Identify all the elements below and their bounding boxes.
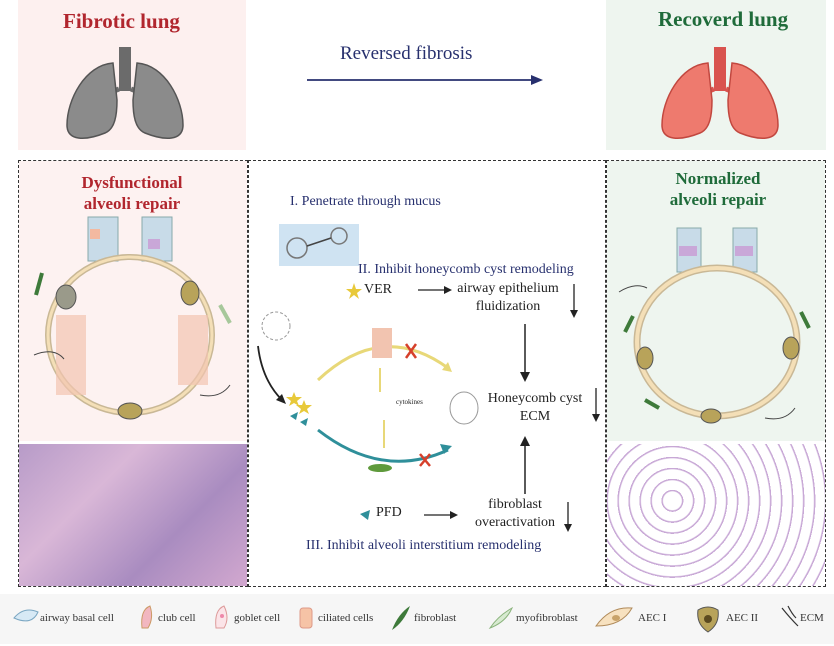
pfd-effect: fibroblast overactivation [460,496,570,532]
normalized-title: Normalized alveoli repair [650,168,786,210]
dysfunctional-title: Dysfunctional alveoli repair [64,172,200,214]
normalized-title-line1: Normalized [675,169,761,188]
legend-bar [0,594,834,644]
down-arrow-icon [570,284,578,318]
dysfunctional-panel [18,160,248,587]
step2-label: II. Inhibit honeycomb cyst remodeling [358,262,574,277]
fibrotic-lung-title: Fibrotic lung [63,9,180,33]
legend-fibroblast: fibroblast [414,612,457,624]
legend-airway-basal-cell: airway basal cell [40,612,114,624]
aec-i-icon [595,607,633,627]
legend-ciliated-cells: ciliated cells [318,612,374,624]
cycle-diagram [257,311,479,472]
red-lung-icon [661,47,779,139]
mucus-particle-icon [279,224,359,266]
airway-basal-cell-icon [13,609,39,622]
legend-aec-ii: AEC II [726,612,759,624]
legend-goblet-cell: goblet cell [234,612,281,624]
up-from-pfd-arrow [520,436,530,494]
ver-effect-line2: fluidization [475,299,541,314]
cytokines-label: cytokines [396,398,423,406]
honeycomb-line2: ECM [519,409,551,424]
down-arrow-icon-3 [564,502,572,532]
fibrotic-histology-image [19,444,247,586]
dysfunctional-title-line2: alveoli repair [83,194,181,213]
pfd-arrow [424,511,458,519]
dysfunctional-alveolus-diagram [33,216,232,420]
ciliated-cells-icon [299,607,313,629]
legend-club-cell: club cell [158,612,196,624]
mechanism-panel [248,160,606,587]
normalized-title-line2: alveoli repair [669,190,767,209]
step1-label: I. Penetrate through mucus [290,194,441,209]
down-arrow-icon-2 [592,388,600,422]
recovered-histology-image [607,444,825,586]
pfd-effect-line1: fibroblast [488,497,542,512]
triangle-icon [360,510,370,520]
normalized-alveolus-diagram [618,227,811,424]
goblet-cell-icon [215,605,228,629]
star-icon [346,283,362,299]
ver-effect-line1: airway epithelium [457,281,559,296]
up-from-ver-arrow [520,324,530,382]
pfd-label: PFD [376,505,402,520]
ver-label: VER [364,282,392,297]
fibroblast-icon [392,606,410,630]
legend-aec-i: AEC I [638,612,667,624]
pfd-effect-line2: overactivation [474,515,556,530]
step3-label: III. Inhibit alveoli interstitium remode… [306,538,542,553]
ver-arrow [418,286,452,294]
myofibroblast-icon [488,606,514,630]
legend-myofibroblast: myofibroblast [516,612,578,624]
honeycomb-line1: Honeycomb cyst [487,391,583,406]
aec-ii-icon [697,606,719,633]
ecm-icon [781,605,799,627]
normalized-panel [606,160,826,587]
ver-effect: airway epithelium fluidization [448,280,568,316]
gray-lung-icon [66,47,184,139]
dysfunctional-title-line1: Dysfunctional [81,173,183,192]
honeycomb-cyst-label: Honeycomb cyst ECM [470,390,600,426]
club-cell-icon [141,605,153,629]
normalized-bg [607,161,825,441]
fibrotic-lung-panel [18,0,246,150]
reversed-fibrosis-arrow [307,75,543,85]
reversed-fibrosis-label: Reversed fibrosis [340,43,473,64]
legend-ecm: ECM [800,612,824,624]
recovered-lung-title: Recoverd lung [658,7,789,31]
